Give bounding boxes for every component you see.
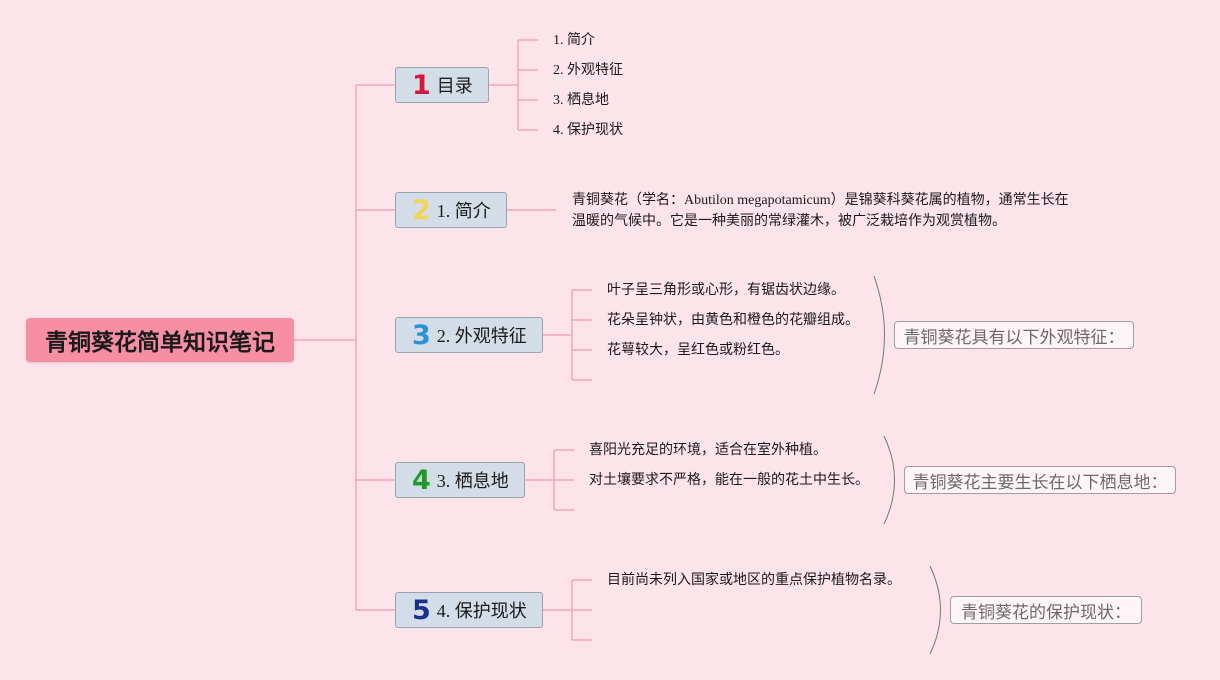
appearance-leaf-1[interactable]: 叶子呈三角形或心形，有锯齿状边缘。 bbox=[607, 283, 845, 298]
number-one-icon: 1 bbox=[412, 69, 431, 101]
number-two-icon: 2 bbox=[412, 194, 431, 226]
branch-label: 2. 外观特征 bbox=[436, 326, 527, 346]
root-topic[interactable]: 青铜葵花简单知识笔记 bbox=[26, 318, 294, 362]
branch-habitat[interactable]: 4 3. 栖息地 bbox=[395, 462, 525, 498]
appearance-leaf-2[interactable]: 花朵呈钟状，由黄色和橙色的花瓣组成。 bbox=[607, 313, 859, 328]
branch-label: 目录 bbox=[436, 76, 473, 96]
conservation-summary[interactable]: 青铜葵花的保护现状： bbox=[950, 596, 1142, 624]
toc-item-appearance[interactable]: 2. 外观特征 bbox=[553, 63, 623, 78]
intro-text[interactable]: 青铜葵花（学名：Abutilon megapotamicum）是锦葵科葵花属的植… bbox=[572, 193, 1069, 229]
branch-conservation[interactable]: 5 4. 保护现状 bbox=[395, 592, 543, 628]
branch-label: 1. 简介 bbox=[436, 201, 491, 221]
habitat-leaf-1[interactable]: 喜阳光充足的环境，适合在室外种植。 bbox=[589, 443, 827, 458]
appearance-summary[interactable]: 青铜葵花具有以下外观特征： bbox=[894, 321, 1134, 349]
habitat-summary[interactable]: 青铜葵花主要生长在以下栖息地： bbox=[904, 466, 1176, 494]
appearance-leaf-3[interactable]: 花萼较大，呈红色或粉红色。 bbox=[607, 343, 789, 358]
conservation-leaf-1[interactable]: 目前尚未列入国家或地区的重点保护植物名录。 bbox=[607, 573, 901, 588]
branch-appearance[interactable]: 3 2. 外观特征 bbox=[395, 317, 543, 353]
branch-label: 4. 保护现状 bbox=[436, 601, 527, 621]
branch-label: 3. 栖息地 bbox=[436, 471, 509, 491]
branch-toc[interactable]: 1 目录 bbox=[395, 67, 489, 103]
number-five-icon: 5 bbox=[412, 594, 431, 626]
toc-item-conservation[interactable]: 4. 保护现状 bbox=[553, 123, 623, 138]
toc-item-habitat[interactable]: 3. 栖息地 bbox=[553, 93, 609, 108]
number-four-icon: 4 bbox=[412, 464, 431, 496]
habitat-leaf-2[interactable]: 对土壤要求不严格，能在一般的花土中生长。 bbox=[589, 473, 869, 488]
number-three-icon: 3 bbox=[412, 319, 431, 351]
toc-item-intro[interactable]: 1. 简介 bbox=[553, 33, 595, 48]
branch-intro[interactable]: 2 1. 简介 bbox=[395, 192, 507, 228]
